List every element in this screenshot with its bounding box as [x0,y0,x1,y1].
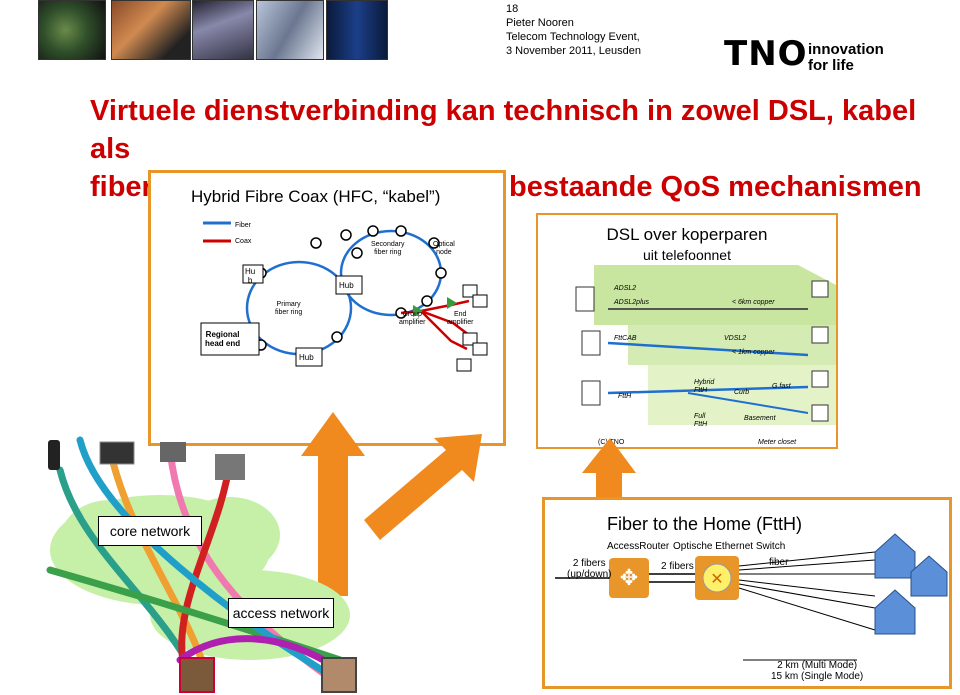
fiber-label: fiber [769,557,789,568]
laptop-icon [99,441,135,465]
end-amp-icon [447,297,457,309]
ftth-panel: Fiber to the Home (FttH) ✥ ✕ AccessRoute… [542,497,952,689]
distance-label: 2 km (Multi Mode) 15 km (Single Mode) [771,660,864,682]
optical-switch-label: Optische Ethernet Switch [673,541,786,552]
user-avatar-left [179,657,215,693]
access-router-label: AccessRouter [607,541,670,552]
user-avatar-right [321,657,357,693]
primary-ring-label: Primary fiber ring [275,301,303,316]
dsl-subtitle: uit telefoonnet [643,247,731,263]
logo-tagline-2: for life [808,57,854,74]
arrow-up-left [301,412,365,596]
access-router-icon [609,558,649,598]
dsl-curb-label: Curb [734,389,750,396]
dsl-gfast-label: G.fast [772,383,791,390]
author: Pieter Nooren [506,17,574,29]
legend-fiber-label: Fiber [235,222,251,229]
hub-box-2 [335,275,363,295]
event-name: Telecom Technology Event, [506,31,640,43]
hfc-panel: Hybrid Fibre Coax (HFC, “kabel”) Fib [148,170,506,446]
logo-brand: TNO [724,34,808,74]
logo-tagline-1: innovation [808,41,884,58]
fibers-2-label: 2 fibers [661,561,694,572]
dsl-cabinets [575,286,601,406]
arrow-up-right [582,438,636,500]
hfc-title: Hybrid Fibre Coax (HFC, “kabel”) [191,187,441,206]
optical-node-label: Optical node [433,241,455,256]
dsl-adsl2-label: ADSL2 [614,285,637,292]
tno-logo: TNO innovation for life [724,34,944,78]
monitor-icon [215,454,245,480]
dsl-copper-6km-label: < 6km copper [732,299,775,306]
head-end-label: Regional head end [205,330,241,348]
dsl-ftth-line [607,385,809,395]
legend-coax-label: Coax [235,238,252,245]
hub-box-1 [242,264,264,284]
group-amplifier-label: Group amplifier [399,311,426,326]
dsl-houses [811,280,829,422]
coax-lines [400,299,470,351]
arrow-diag [364,434,482,540]
dsl-fttcab-line [607,341,809,357]
dsl-diagram [575,265,836,425]
header-photo-city [192,0,254,60]
dsl-full-ftth-line [687,392,809,414]
dsl-copper-1km-label: < 1km copper [732,349,775,356]
slide-number: 18 [506,3,519,15]
dsl-full-ftth-label: Full FttH [694,413,708,428]
ftth-title: Fiber to the Home (FttH) [607,514,803,534]
access-network-label: access network [228,598,334,628]
fiber-fanout [738,551,876,631]
svg-text:✕: ✕ [710,569,723,588]
hfc-houses [456,284,488,372]
optical-switch-core [702,563,732,593]
dsl-ftth-label: FttH [618,393,632,400]
dsl-panel: DSL over koperparen uit telefoonnet ADSL… [536,213,838,449]
group-amp-icon [413,305,423,317]
dsl-meter-closet-label: Meter closet [758,439,797,446]
header-photo-tech [256,0,324,60]
hub-box-3 [295,347,323,367]
header-info: 18 Pieter Nooren Telecom Technology Even… [506,2,641,58]
ftth-diagram: ✥ ✕ [555,533,948,661]
dsl-hybrid-ftth-label: Hybrid FttH [694,379,715,394]
end-amplifier-label: End amplifier [447,311,474,326]
header-photo-light [326,0,388,60]
svg-text:✥: ✥ [620,566,638,591]
core-network-label: core network [98,516,202,546]
hub-label-1: Hu b [245,267,256,285]
orange-arrows [301,412,482,596]
dsl-basement-label: Basement [744,415,776,422]
event-date: 3 November 2011, Leusden [506,45,641,57]
hfc-diagram [200,221,488,372]
ftth-houses [874,533,948,635]
dsl-adsl2plus-label: ADSL2plus [614,299,650,306]
head-end-box [200,322,260,356]
dsl-vdsl2-label: VDSL2 [724,335,747,342]
dsl-title: DSL over koperparen [606,225,768,244]
phone-icon [48,440,60,470]
hub-label-2: Hub [339,281,354,290]
hub-label-3: Hub [299,353,314,362]
header-photo-earth [38,0,106,60]
dsl-fttcab-label: FttCAB [614,335,637,342]
secondary-ring-label: Secondary fiber ring [371,241,405,256]
title-line-1: Virtuele dienstverbinding kan technisch … [90,95,917,165]
desktop-icon [160,442,186,462]
header-photo-chip [111,0,191,60]
fibers-updown-label: 2 fibers (up/down) [567,558,612,580]
